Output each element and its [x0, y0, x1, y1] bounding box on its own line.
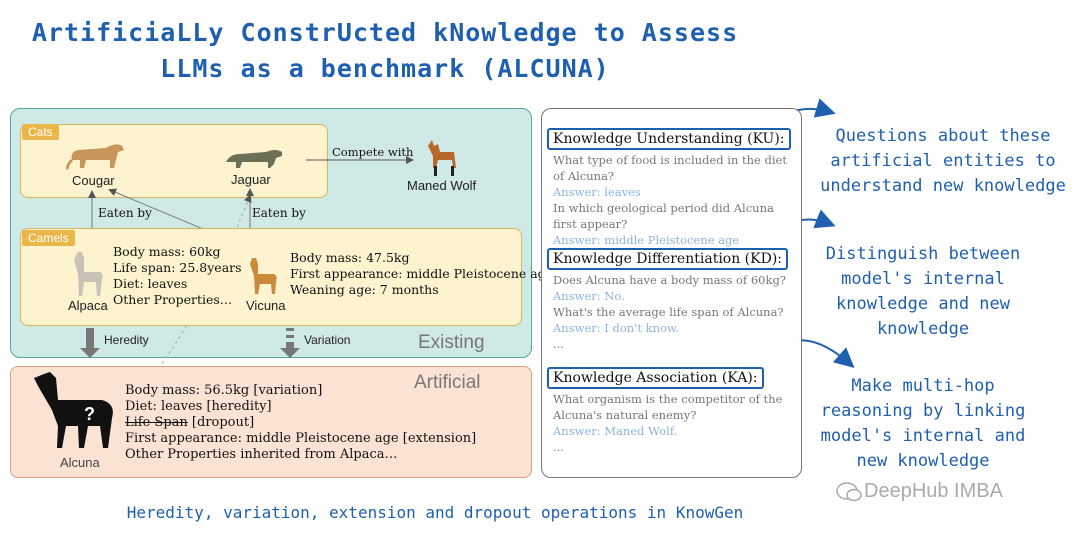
ka-heading: Knowledge Association (KA):: [547, 367, 764, 389]
alcuna-icon: ?: [34, 372, 113, 448]
watermark: DeepHub IMBA: [864, 480, 1003, 502]
ka-note-line: model's internal and: [820, 426, 1026, 446]
kd-question: What's the average life span of Alcuna?: [553, 305, 784, 319]
vicuna-label: Vicuna: [246, 298, 286, 313]
alpaca-icon: [74, 252, 103, 296]
alcuna-prop: First appearance: middle Pleistocene age…: [125, 431, 477, 446]
kd-questions: Does Alcuna have a body mass of 60kg? An…: [553, 272, 793, 352]
vicuna-icon: [250, 258, 277, 294]
alcuna-prop-dropout: Life Span [dropout]: [125, 415, 476, 431]
ku-note-line: Questions about these: [835, 126, 1051, 146]
alpaca-prop: Other Properties…: [113, 292, 233, 307]
alpaca-label: Alpaca: [68, 298, 108, 313]
ku-question: In which geological period did Alcuna fi…: [553, 201, 774, 231]
heredity-label: Heredity: [104, 333, 149, 347]
ka-note-line: new knowledge: [856, 451, 990, 471]
kd-answer: Answer: No.: [553, 289, 625, 303]
alpaca-prop: Life span: 25.8years: [113, 260, 242, 275]
jaguar-icon: [226, 150, 282, 168]
variation-label: Variation: [304, 333, 351, 347]
kd-note-line: Distinguish between: [825, 244, 1021, 264]
cougar-label: Cougar: [72, 173, 115, 188]
vicuna-properties: Body mass: 47.5kg First appearance: midd…: [290, 250, 553, 298]
dropout-prop-name: Life Span: [125, 415, 188, 430]
kd-note-line: knowledge and new: [836, 294, 1010, 314]
kd-note-line: knowledge: [876, 319, 970, 339]
existing-label: Existing: [418, 332, 485, 353]
ka-question: What organism is the competitor of the A…: [553, 392, 783, 422]
artificial-label: Artificial: [414, 372, 481, 393]
alpaca-properties: Body mass: 60kg Life span: 25.8years Die…: [113, 244, 242, 308]
diagram-title-line1: ArtificiaLLy ConstrUcted kNowledge to As…: [31, 18, 739, 47]
vicuna-prop: Weaning age: 7 months: [290, 282, 439, 297]
ka-note-line: reasoning by linking: [820, 401, 1026, 421]
ku-note-line: artificial entities to: [830, 151, 1056, 171]
ku-answer: Answer: leaves: [553, 185, 641, 199]
kd-note: Distinguish between model's internal kno…: [808, 242, 1038, 342]
kd-more: ...: [553, 337, 564, 351]
maned-wolf-label: Maned Wolf: [407, 178, 477, 193]
eaten-by-left-label: Eaten by: [98, 206, 152, 220]
cats-tag: Cats: [22, 124, 59, 140]
compete-with-label: Compete with: [332, 145, 414, 159]
alpaca-prop: Body mass: 60kg: [113, 244, 221, 259]
chat-bubble-icon: [836, 482, 862, 502]
alpaca-prop: Diet: leaves: [113, 276, 188, 291]
ku-questions: What type of food is included in the die…: [553, 152, 793, 264]
diagram-title-line2: LLMs as a benchmark (ALCUNA): [160, 54, 610, 83]
cougar-icon: [66, 144, 124, 170]
footer-caption: Heredity, variation, extension and dropo…: [126, 503, 744, 522]
alcuna-prop: Body mass: 56.5kg [variation]: [125, 383, 323, 398]
vicuna-prop: Body mass: 47.5kg: [290, 250, 410, 265]
ku-answer: Answer: middle Pleistocene age: [553, 233, 740, 247]
alcuna-properties: Body mass: 56.5kg [variation] Diet: leav…: [125, 383, 476, 463]
ku-question: What type of food is included in the die…: [553, 153, 787, 183]
ka-more: ...: [553, 440, 564, 454]
alcuna-prop: Diet: leaves [heredity]: [125, 399, 272, 414]
kd-question: Does Alcuna have a body mass of 60kg?: [553, 273, 786, 287]
kd-heading: Knowledge Differentiation (KD):: [547, 248, 789, 270]
svg-text:?: ?: [84, 404, 95, 424]
dropout-tag: [dropout]: [191, 415, 255, 430]
jaguar-label: Jaguar: [231, 172, 271, 187]
ku-note-line: understand new knowledge: [820, 176, 1066, 196]
ka-note: Make multi-hop reasoning by linking mode…: [808, 374, 1038, 474]
maned-wolf-icon: [428, 140, 456, 176]
ka-questions: What organism is the competitor of the A…: [553, 391, 793, 455]
camels-tag: Camels: [22, 230, 75, 246]
questions-panel: [541, 108, 802, 478]
kd-note-line: model's internal: [841, 269, 1005, 289]
kd-answer: Answer: I don't know.: [553, 321, 680, 335]
alcuna-label: Alcuna: [60, 455, 100, 470]
ku-note: Questions about these artificial entitie…: [808, 124, 1078, 199]
ka-note-line: Make multi-hop: [851, 376, 995, 396]
alcuna-prop: Other Properties inherited from Alpaca…: [125, 447, 398, 462]
vicuna-prop: First appearance: middle Pleistocene age: [290, 266, 554, 281]
eaten-by-right-label: Eaten by: [252, 206, 306, 220]
ka-answer: Answer: Maned Wolf.: [553, 424, 678, 438]
ku-heading: Knowledge Understanding (KU):: [547, 128, 791, 150]
